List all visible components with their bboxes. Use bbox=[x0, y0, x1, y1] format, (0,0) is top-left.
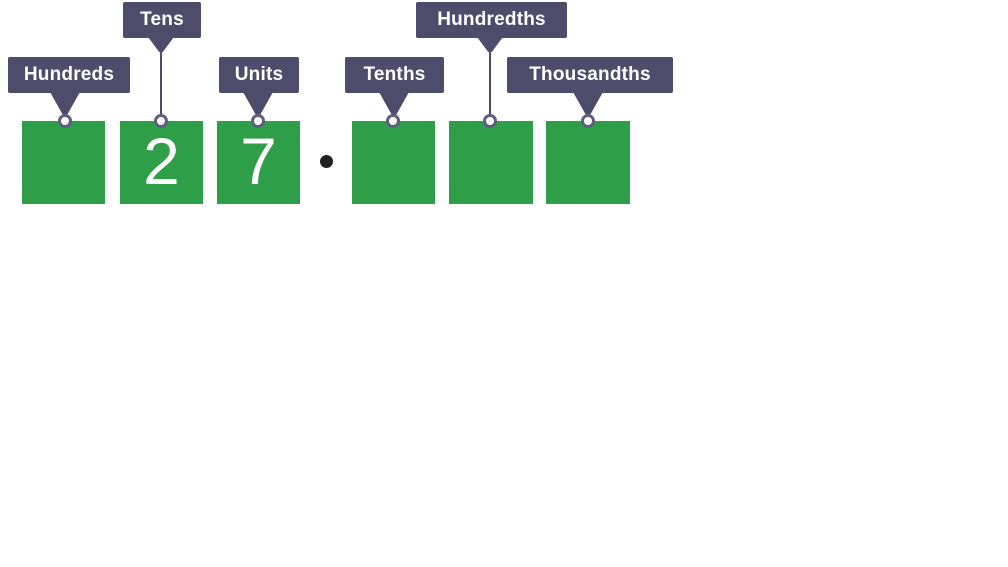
place-box-tens: 2 bbox=[120, 121, 203, 204]
connector-pin-units bbox=[251, 114, 265, 128]
pointer-tail-hundreds bbox=[50, 92, 80, 115]
connector-pin-tens bbox=[154, 114, 168, 128]
connector-pin-thousandths bbox=[581, 114, 595, 128]
place-box-hundreds bbox=[22, 121, 105, 204]
pointer-stem-tens bbox=[160, 48, 162, 115]
place-box-thousandths bbox=[546, 121, 630, 204]
place-label-tens: Tens bbox=[123, 2, 201, 38]
connector-pin-hundreds bbox=[58, 114, 72, 128]
pointer-tail-thousandths bbox=[573, 92, 603, 115]
place-label-units: Units bbox=[219, 57, 299, 93]
pointer-tail-units bbox=[243, 92, 273, 115]
place-box-hundredths bbox=[449, 121, 533, 204]
place-box-units: 7 bbox=[217, 121, 300, 204]
place-label-thousandths: Thousandths bbox=[507, 57, 673, 93]
pointer-stem-hundredths bbox=[489, 48, 491, 115]
digit-units: 7 bbox=[240, 123, 277, 198]
pointer-tail-tenths bbox=[379, 92, 409, 115]
decimal-point-icon bbox=[320, 155, 333, 168]
place-label-hundreds: Hundreds bbox=[8, 57, 130, 93]
place-box-tenths bbox=[352, 121, 435, 204]
connector-pin-hundredths bbox=[483, 114, 497, 128]
digit-tens: 2 bbox=[143, 123, 180, 198]
place-label-hundredths: Hundredths bbox=[416, 2, 567, 38]
place-label-tenths: Tenths bbox=[345, 57, 444, 93]
connector-pin-tenths bbox=[386, 114, 400, 128]
